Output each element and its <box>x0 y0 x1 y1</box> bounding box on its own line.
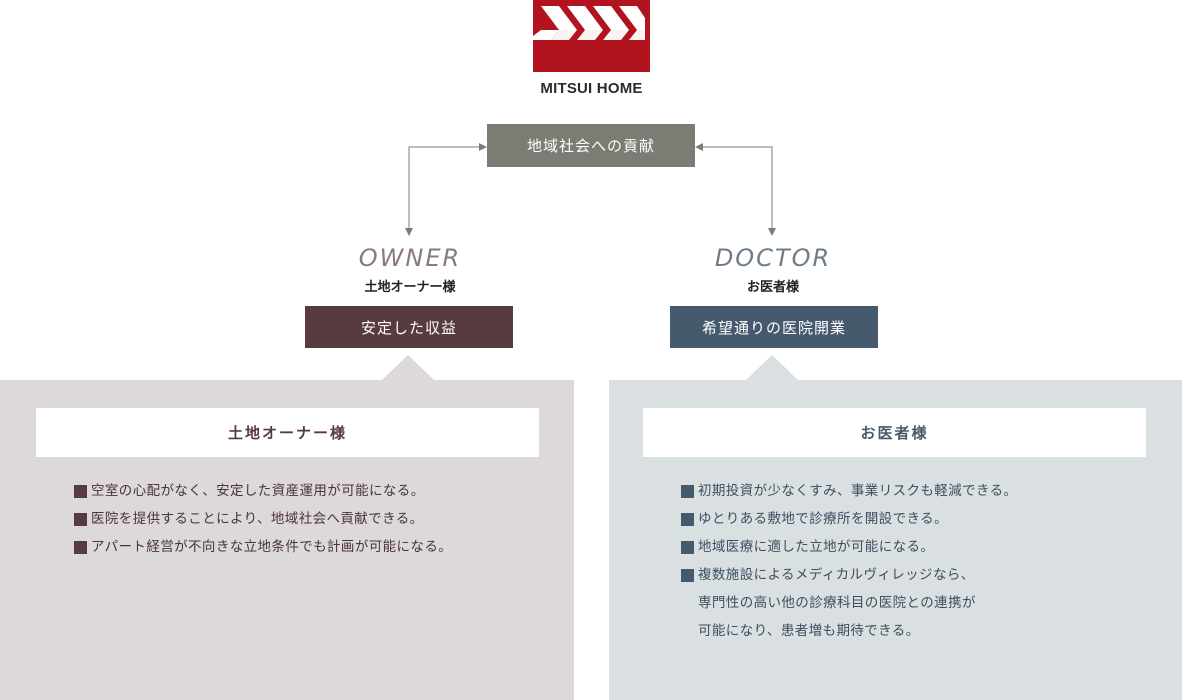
list-item: 空室の心配がなく、安定した資産運用が可能になる。 <box>74 477 452 505</box>
doctor-heading-en: DOCTOR <box>714 244 832 272</box>
doctor-panel-title: お医者様 <box>643 408 1146 457</box>
doctor-benefit-box: 希望通りの医院開業 <box>670 306 878 348</box>
doctor-benefit-list: 初期投資が少なくすみ、事業リスクも軽減できる。 ゆとりある敷地で診療所を開設でき… <box>681 477 1017 645</box>
doctor-heading-ja: お医者様 <box>746 280 799 295</box>
owner-benefit-box: 安定した収益 <box>305 306 513 348</box>
list-item: ゆとりある敷地で診療所を開設できる。 <box>681 505 1017 533</box>
doctor-panel-notch <box>746 355 798 380</box>
list-item: 地域医療に適した立地が可能になる。 <box>681 533 1017 561</box>
arrow-left-icon <box>695 143 703 151</box>
owner-connector-line <box>408 146 480 228</box>
arrow-right-icon <box>479 143 487 151</box>
community-contribution-box: 地域社会への貢献 <box>487 124 695 167</box>
arrow-down-icon <box>405 228 413 236</box>
square-bullet-icon <box>74 513 87 526</box>
logo-text: MITSUI HOME <box>540 80 643 97</box>
square-bullet-icon <box>681 485 694 498</box>
square-bullet-icon <box>74 541 87 554</box>
list-item: 医院を提供することにより、地域社会へ貢献できる。 <box>74 505 452 533</box>
arrow-down-icon <box>768 228 776 236</box>
owner-heading-en: OWNER <box>358 244 462 272</box>
owner-panel-notch <box>382 355 434 380</box>
list-item: 初期投資が少なくすみ、事業リスクも軽減できる。 <box>681 477 1017 505</box>
owner-heading-ja: 土地オーナー様 <box>364 280 456 295</box>
square-bullet-icon <box>681 569 694 582</box>
mitsui-home-logo: MITSUI HOME <box>533 0 650 100</box>
list-item: 複数施設によるメディカルヴィレッジなら、専門性の高い他の診療科目の医院との連携が… <box>681 561 1017 645</box>
square-bullet-icon <box>681 541 694 554</box>
square-bullet-icon <box>681 513 694 526</box>
square-bullet-icon <box>74 485 87 498</box>
doctor-connector-line <box>702 146 773 228</box>
owner-benefit-list: 空室の心配がなく、安定した資産運用が可能になる。 医院を提供することにより、地域… <box>74 477 452 561</box>
logo-mark-icon <box>533 0 650 72</box>
owner-panel-title: 土地オーナー様 <box>36 408 539 457</box>
list-item: アパート経営が不向きな立地条件でも計画が可能になる。 <box>74 533 452 561</box>
